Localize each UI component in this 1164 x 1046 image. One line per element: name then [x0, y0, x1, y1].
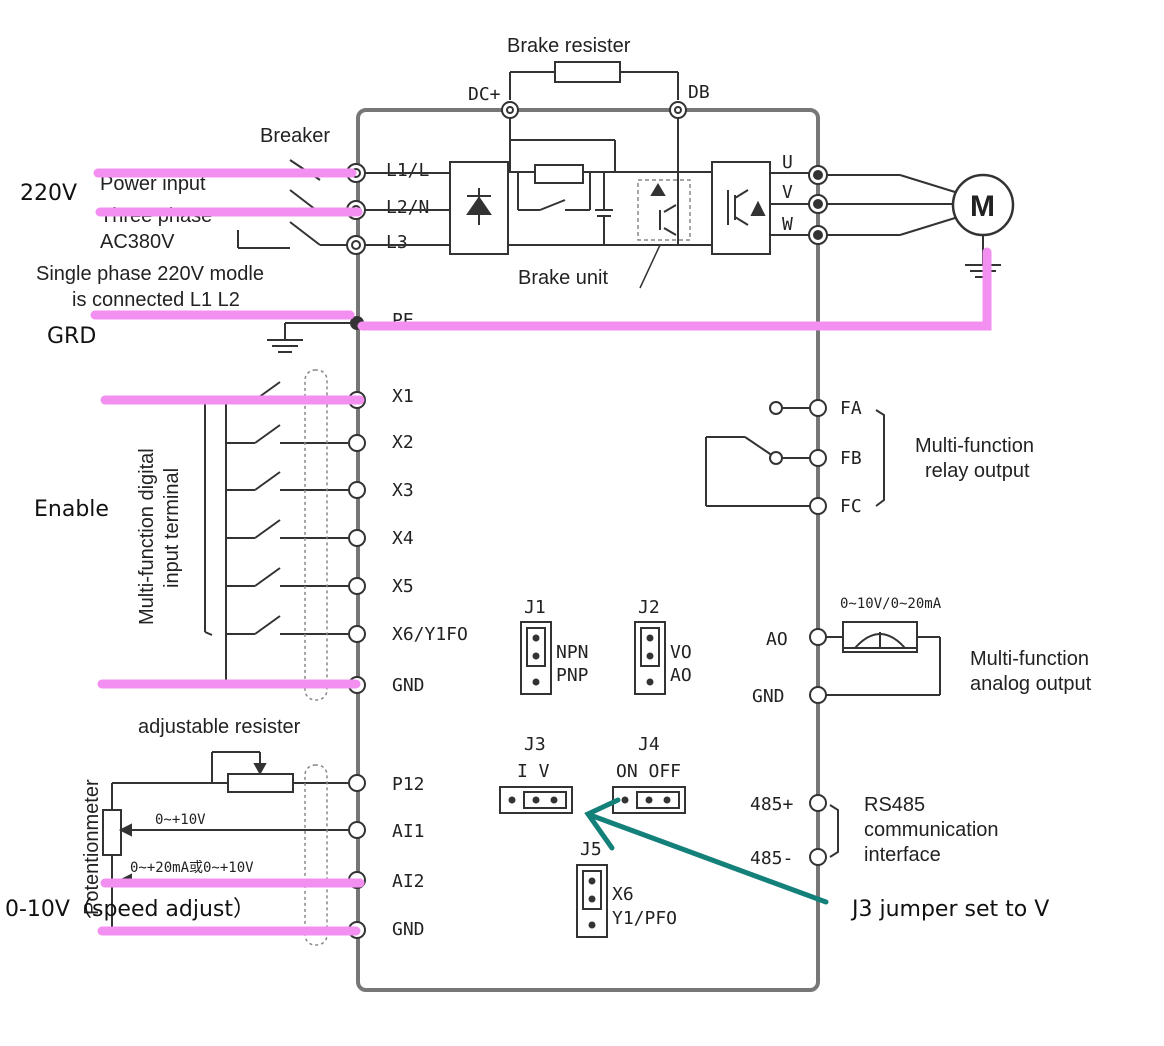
- output-terminals: [808, 165, 828, 245]
- analog-line2: analog output: [970, 673, 1092, 695]
- power-input-label: Power input: [100, 173, 206, 195]
- relay-line1: Multi-function: [915, 435, 1034, 457]
- fc-label: FC: [840, 496, 862, 517]
- j1-label: J1: [524, 597, 546, 618]
- v-label: V: [782, 182, 793, 203]
- j2-jumper: [634, 621, 666, 695]
- gnd-label: GND: [392, 675, 425, 696]
- j5-jumper: [576, 864, 608, 938]
- j2-label: J2: [638, 597, 660, 618]
- analog-range-label: 0~10V/0~20mA: [840, 596, 942, 612]
- j5-label: J5: [580, 839, 602, 860]
- brake-resistor: [509, 61, 679, 100]
- single-phase-line1: Single phase 220V modle: [36, 263, 264, 285]
- db-label: DB: [688, 82, 710, 103]
- l3-label: L3: [386, 232, 408, 253]
- digital-shield: [304, 369, 328, 701]
- motor-wires: [827, 174, 956, 236]
- annotation-speed: 0-10V（speed adjust）: [5, 897, 255, 922]
- dc-plus-label: DC+: [468, 84, 501, 105]
- relay-line2: relay output: [925, 460, 1030, 482]
- j3-iv-label: I V: [517, 761, 550, 782]
- brake-unit-label: Brake unit: [518, 267, 608, 289]
- x3-label: X3: [392, 480, 414, 501]
- digital-input-line2: input terminal: [161, 468, 183, 588]
- j4-onoff-label: ON OFF: [616, 761, 681, 782]
- j2-ao-label: AO: [670, 665, 692, 686]
- u-label: U: [782, 152, 793, 173]
- gnd-right-label: GND: [752, 686, 785, 707]
- ai2-range-label: 0~+20mA或0~+10V: [130, 860, 254, 876]
- brake-igbt: [650, 183, 677, 236]
- single-phase-line2: is connected L1 L2: [72, 289, 240, 311]
- highlight-lines: [90, 168, 992, 936]
- j3-jumper: [499, 786, 573, 814]
- rs485-brace: [829, 804, 839, 858]
- analog-line1: Multi-function: [970, 648, 1089, 670]
- p12-label: P12: [392, 774, 425, 795]
- dc-bus: [508, 118, 712, 246]
- x5-label: X5: [392, 576, 414, 597]
- j2-vo-label: VO: [670, 642, 692, 663]
- rs485-line1: RS485: [864, 794, 925, 816]
- l2-label: L2/N: [386, 197, 429, 218]
- digital-input-line1: Multi-function digital: [136, 448, 158, 625]
- relay-wiring: [705, 401, 885, 507]
- ac380v-label: AC380V: [100, 231, 175, 253]
- ai1-range-label: 0~+10V: [155, 812, 206, 828]
- annotation-220v: 220V: [20, 181, 77, 206]
- brake-unit-box: [637, 179, 691, 241]
- analog-output-terminals: [809, 628, 827, 704]
- relay-terminals: [809, 399, 827, 515]
- rs485-plus-label: 485+: [750, 794, 794, 815]
- rs485-minus-label: 485-: [750, 848, 793, 869]
- motor-label: M: [970, 190, 995, 223]
- x1-label: X1: [392, 386, 414, 407]
- analog-shield: [304, 764, 328, 946]
- fa-label: FA: [840, 398, 862, 419]
- x4-label: X4: [392, 528, 414, 549]
- rs485-line3: interface: [864, 844, 941, 866]
- rs485-terminals: [809, 794, 827, 866]
- j4-label: J4: [638, 734, 660, 755]
- j5-y1pfo-label: Y1/PFO: [612, 908, 677, 929]
- dc-terminals: [501, 101, 687, 119]
- j1-npn-label: NPN: [556, 642, 589, 663]
- adjustable-resister-label: adjustable resister: [138, 716, 301, 738]
- j3-label: J3: [524, 734, 546, 755]
- w-label: W: [782, 214, 793, 235]
- annotation-grd: GRD: [47, 324, 96, 349]
- j3-arrow: [584, 797, 829, 905]
- brake-resister-label: Brake resister: [507, 35, 631, 57]
- x6-label: X6/Y1FO: [392, 624, 468, 645]
- annotation-j3: J3 jumper set to V: [850, 897, 1049, 922]
- gnd2-label: GND: [392, 919, 425, 940]
- annotation-enable: Enable: [34, 497, 109, 522]
- highlight-pe-motor: [357, 247, 992, 331]
- l1-label: L1/L: [386, 160, 430, 181]
- rectifier-block: [365, 161, 509, 255]
- breaker-label: Breaker: [260, 125, 330, 147]
- digital-terminals: [348, 391, 366, 694]
- motor: M: [951, 173, 1015, 237]
- j1-jumper: [520, 621, 552, 695]
- j4-jumper: [612, 786, 686, 814]
- j5-x6-label: X6: [612, 884, 634, 905]
- pe-ground-symbol: [267, 322, 350, 353]
- potentionmeter-label: Potentionmeter: [81, 779, 103, 915]
- ao-label: AO: [766, 629, 788, 650]
- j1-pnp-label: PNP: [556, 665, 589, 686]
- ai2-label: AI2: [392, 871, 425, 892]
- inverter-frame: [356, 108, 820, 992]
- ai1-label: AI1: [392, 821, 425, 842]
- fb-label: FB: [840, 448, 862, 469]
- x2-label: X2: [392, 432, 414, 453]
- analog-output-wiring: [826, 621, 941, 696]
- rs485-line2: communication: [864, 819, 999, 841]
- brake-unit-leader: [639, 244, 661, 289]
- inverter-block: [711, 161, 810, 255]
